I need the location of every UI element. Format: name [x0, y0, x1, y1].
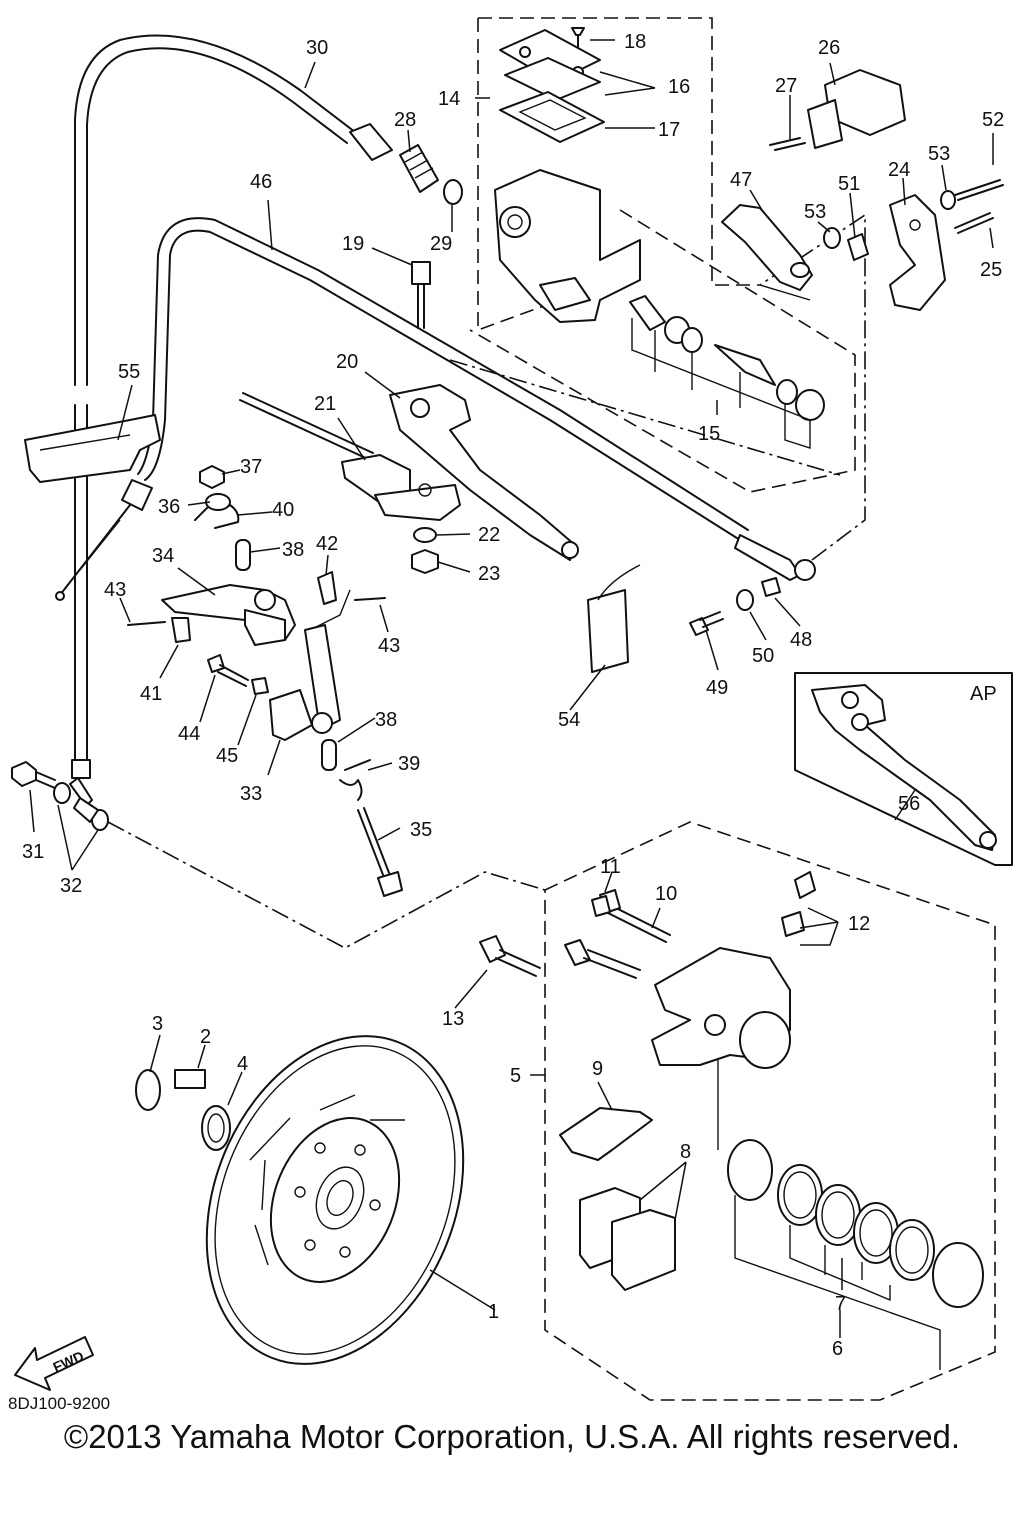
- callout-26: 26: [818, 37, 840, 59]
- callout-20: 20: [336, 351, 358, 373]
- callout-14: 14: [438, 88, 460, 110]
- brake-disc: [135, 1035, 465, 1365]
- callout-3: 3: [152, 1013, 163, 1035]
- callout-32: 32: [60, 875, 82, 897]
- callout-30: 30: [306, 37, 328, 59]
- callout-2: 2: [200, 1026, 211, 1048]
- callout-38b: 38: [375, 709, 397, 731]
- callout-37: 37: [240, 456, 262, 478]
- callout-48: 48: [790, 629, 812, 651]
- leader-lines: [29, 39, 994, 1338]
- callout-52: 52: [982, 109, 1004, 131]
- ap-label: AP: [970, 683, 997, 705]
- callout-16: 16: [668, 76, 690, 98]
- callout-36: 36: [158, 496, 180, 518]
- callout-7: 7: [835, 1293, 846, 1315]
- callout-13: 13: [442, 1008, 464, 1030]
- callout-1: 1: [488, 1301, 499, 1323]
- banjo-bolts: [11, 761, 109, 831]
- callout-28: 28: [394, 109, 416, 131]
- diagram-code: 8DJ100-9200: [8, 1394, 111, 1413]
- callout-56: 56: [898, 793, 920, 815]
- callout-22: 22: [478, 524, 500, 546]
- callout-12: 12: [848, 913, 870, 935]
- callout-45: 45: [216, 745, 238, 767]
- callout-41: 41: [140, 683, 162, 705]
- callout-50: 50: [752, 645, 774, 667]
- callout-53b: 53: [804, 201, 826, 223]
- callout-8: 8: [680, 1141, 691, 1163]
- callout-15: 15: [698, 423, 720, 445]
- switch-pedal: [721, 69, 1004, 311]
- callout-47: 47: [730, 169, 752, 191]
- callout-24: 24: [888, 159, 910, 181]
- ap-lever: [811, 684, 997, 851]
- callout-46: 46: [250, 171, 272, 193]
- fwd-arrow-icon: FWD: [14, 1336, 94, 1391]
- callout-29: 29: [430, 233, 452, 255]
- callout-25: 25: [980, 259, 1002, 281]
- callout-44: 44: [178, 723, 200, 745]
- callout-11: 11: [600, 856, 621, 878]
- callout-51: 51: [838, 173, 860, 195]
- callout-40: 40: [272, 499, 294, 521]
- brake-cables: [55, 34, 816, 807]
- callout-27: 27: [775, 75, 797, 97]
- callout-42: 42: [316, 533, 338, 555]
- brake-lever: [239, 384, 579, 574]
- callout-4: 4: [237, 1053, 248, 1075]
- callout-53a: 53: [928, 143, 950, 165]
- callout-39: 39: [398, 753, 420, 775]
- caliper: [479, 871, 984, 1370]
- callout-5: 5: [510, 1065, 521, 1087]
- misc-parts: [587, 564, 781, 673]
- callout-23: 23: [478, 563, 500, 585]
- callout-19: 19: [342, 233, 364, 255]
- parking-arm: [127, 465, 403, 897]
- callout-55: 55: [118, 361, 140, 383]
- callout-34: 34: [152, 545, 174, 567]
- callout-43a: 43: [104, 579, 126, 601]
- callout-labels: 1 2 3 4 5 6 7 8 9 10 11 12 13 14 15 16 1…: [22, 31, 1004, 1360]
- callout-49: 49: [706, 677, 728, 699]
- callout-10: 10: [655, 883, 677, 905]
- group-outlines: [107, 17, 1013, 1401]
- callout-6: 6: [832, 1338, 843, 1360]
- callout-21: 21: [314, 393, 336, 415]
- callout-9: 9: [592, 1058, 603, 1080]
- copyright-notice: ©2013 Yamaha Motor Corporation, U.S.A. A…: [63, 1418, 961, 1455]
- callout-54: 54: [558, 709, 580, 731]
- callout-31: 31: [22, 841, 44, 863]
- callout-35: 35: [410, 819, 432, 841]
- callout-33: 33: [240, 783, 262, 805]
- callout-38a: 38: [282, 539, 304, 561]
- master-cylinder: [349, 27, 825, 449]
- cable-bracket: [24, 414, 161, 483]
- callout-43b: 43: [378, 635, 400, 657]
- callout-17: 17: [658, 119, 680, 141]
- callout-18: 18: [624, 31, 646, 53]
